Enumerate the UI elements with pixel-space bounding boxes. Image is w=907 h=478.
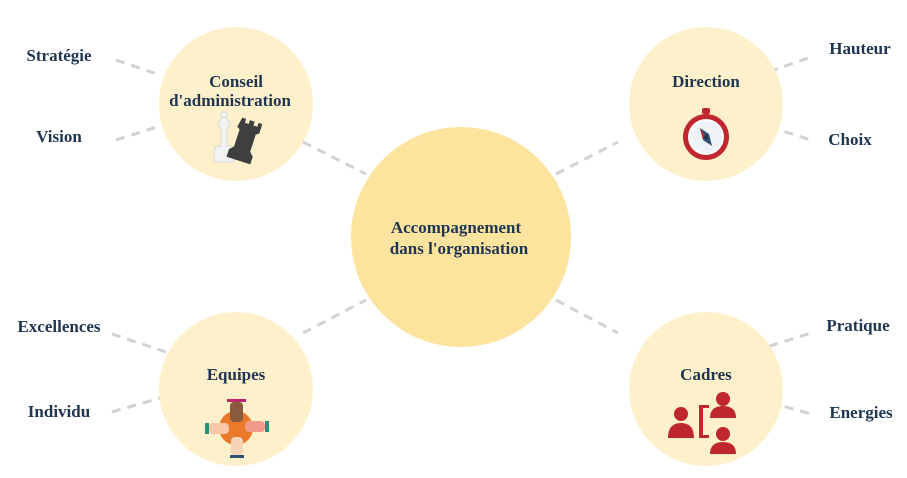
node-direction-title: Direction [672, 72, 740, 91]
node-equipes-title: Equipes [207, 365, 266, 384]
label-connectors [111, 55, 812, 416]
label-strategie: Stratégie [26, 46, 92, 65]
connector-pratique [753, 331, 812, 353]
team-hands-icon [205, 399, 269, 458]
node-direction-circle [629, 27, 783, 181]
label-pratique: Pratique [826, 316, 890, 335]
center-title-line1: Accompagnement [391, 218, 522, 237]
node-cadres-title: Cadres [680, 365, 732, 384]
node-conseil-circle [159, 27, 313, 181]
connector-vision [115, 124, 161, 142]
chess-pieces-icon [213, 111, 263, 165]
label-vision: Vision [36, 127, 82, 146]
node-conseil: Conseil d'administration [159, 27, 313, 181]
node-direction: Direction [629, 27, 783, 181]
connector-strategie [115, 58, 161, 77]
node-equipes: Equipes [159, 312, 313, 466]
label-choix: Choix [828, 130, 872, 149]
connector-choix [753, 120, 812, 142]
connector-center-equipes [302, 298, 367, 335]
center-title-line2: dans l'organisation [390, 239, 529, 258]
org-chart-people-icon [668, 392, 736, 454]
connector-hauteur [753, 55, 812, 79]
connector-excellences [111, 332, 167, 354]
connector-center-direction [555, 140, 619, 176]
center-connectors [302, 140, 619, 335]
connector-center-conseil [302, 140, 367, 176]
side-labels: Stratégie Vision Hauteur Choix Excellenc… [17, 39, 893, 422]
node-cadres: Cadres [629, 312, 783, 466]
node-equipes-circle [159, 312, 313, 466]
compass-icon [683, 108, 729, 160]
node-cadres-circle [629, 312, 783, 466]
label-energies: Energies [829, 403, 893, 422]
node-conseil-title-line2: d'administration [169, 91, 291, 110]
center-node: Accompagnement dans l'organisation [351, 127, 571, 347]
connector-individu [111, 396, 161, 414]
connector-energies [753, 396, 812, 416]
label-individu: Individu [28, 402, 90, 421]
label-hauteur: Hauteur [829, 39, 891, 58]
center-circle [351, 127, 571, 347]
node-conseil-title-line1: Conseil [209, 72, 263, 91]
connector-center-cadres [555, 298, 619, 335]
label-excellences: Excellences [17, 317, 100, 336]
